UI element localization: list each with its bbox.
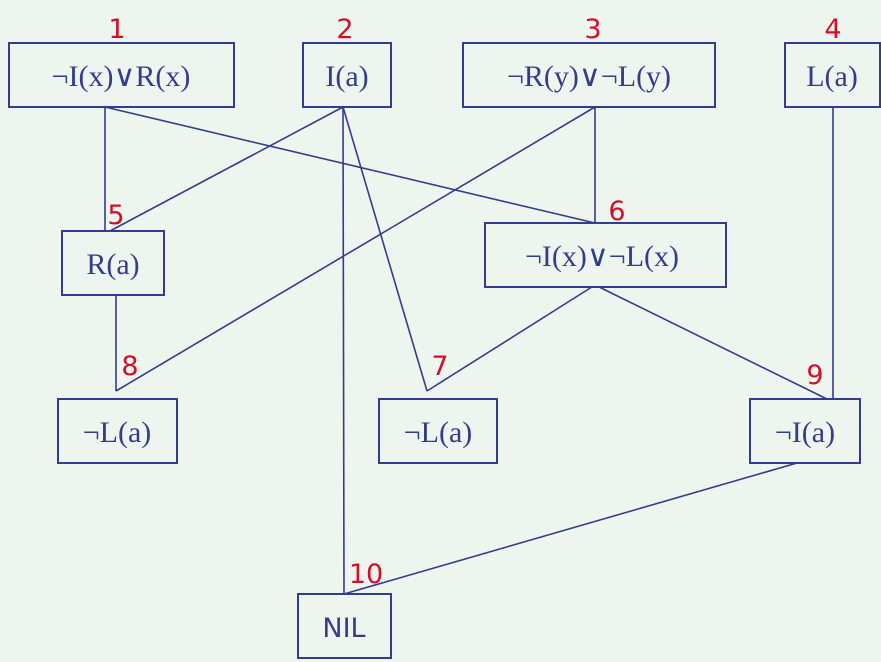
clause-text: R(a) [86, 248, 139, 281]
clause-number: 9 [806, 360, 823, 391]
node-7: ¬L(a) 7 [378, 351, 498, 464]
clause-box [302, 42, 392, 108]
clause-box [378, 398, 498, 464]
node-8: ¬L(a) 8 [57, 351, 178, 464]
clause-text: L(a) [806, 60, 858, 93]
edge-3-8 [115, 106, 596, 392]
edge-2-5 [109, 106, 344, 232]
node-4: L(a) 4 [784, 14, 881, 108]
edge-2-7 [342, 106, 428, 392]
node-9: ¬I(a) 9 [749, 360, 861, 464]
clause-number: 7 [431, 351, 448, 382]
node-5: R(a) 5 [61, 200, 165, 296]
clause-number: 6 [608, 196, 625, 227]
clause-text: ¬I(x)∨R(x) [52, 60, 191, 93]
node-2: I(a) 2 [302, 14, 392, 108]
clause-number: 8 [121, 351, 138, 382]
clause-box [57, 398, 178, 464]
edge-6-7 [426, 284, 596, 392]
clause-text: NIL [322, 613, 365, 644]
edge-2-10 [342, 106, 345, 595]
edges [104, 106, 834, 595]
clause-text: ¬I(x)∨¬L(x) [525, 240, 679, 273]
clause-number: 5 [107, 200, 124, 231]
clause-box [784, 42, 881, 108]
clause-text: I(a) [325, 60, 368, 93]
clause-box [61, 230, 165, 296]
node-1: ¬I(x)∨R(x) 1 [8, 14, 235, 108]
edge-1-6 [104, 106, 596, 224]
clause-box [749, 398, 861, 464]
node-10: NIL 10 [297, 559, 392, 659]
clause-number: 1 [108, 14, 125, 45]
clause-box [462, 42, 716, 108]
clause-text: ¬R(y)∨¬L(y) [507, 60, 671, 93]
node-3: ¬R(y)∨¬L(y) 3 [462, 14, 716, 108]
clause-text: ¬L(a) [83, 416, 152, 449]
clause-box [484, 222, 727, 288]
clause-box [297, 593, 392, 659]
edge-6-9 [594, 284, 834, 403]
clause-number: 2 [336, 14, 353, 45]
node-6: ¬I(x)∨¬L(x) 6 [484, 196, 727, 288]
clause-text: ¬I(a) [775, 416, 835, 449]
clause-number: 4 [824, 14, 841, 45]
clause-number: 10 [349, 559, 383, 590]
clause-text: ¬L(a) [404, 416, 473, 449]
edge-9-10 [343, 462, 798, 595]
clause-number: 3 [584, 14, 601, 45]
clause-box [8, 42, 235, 108]
